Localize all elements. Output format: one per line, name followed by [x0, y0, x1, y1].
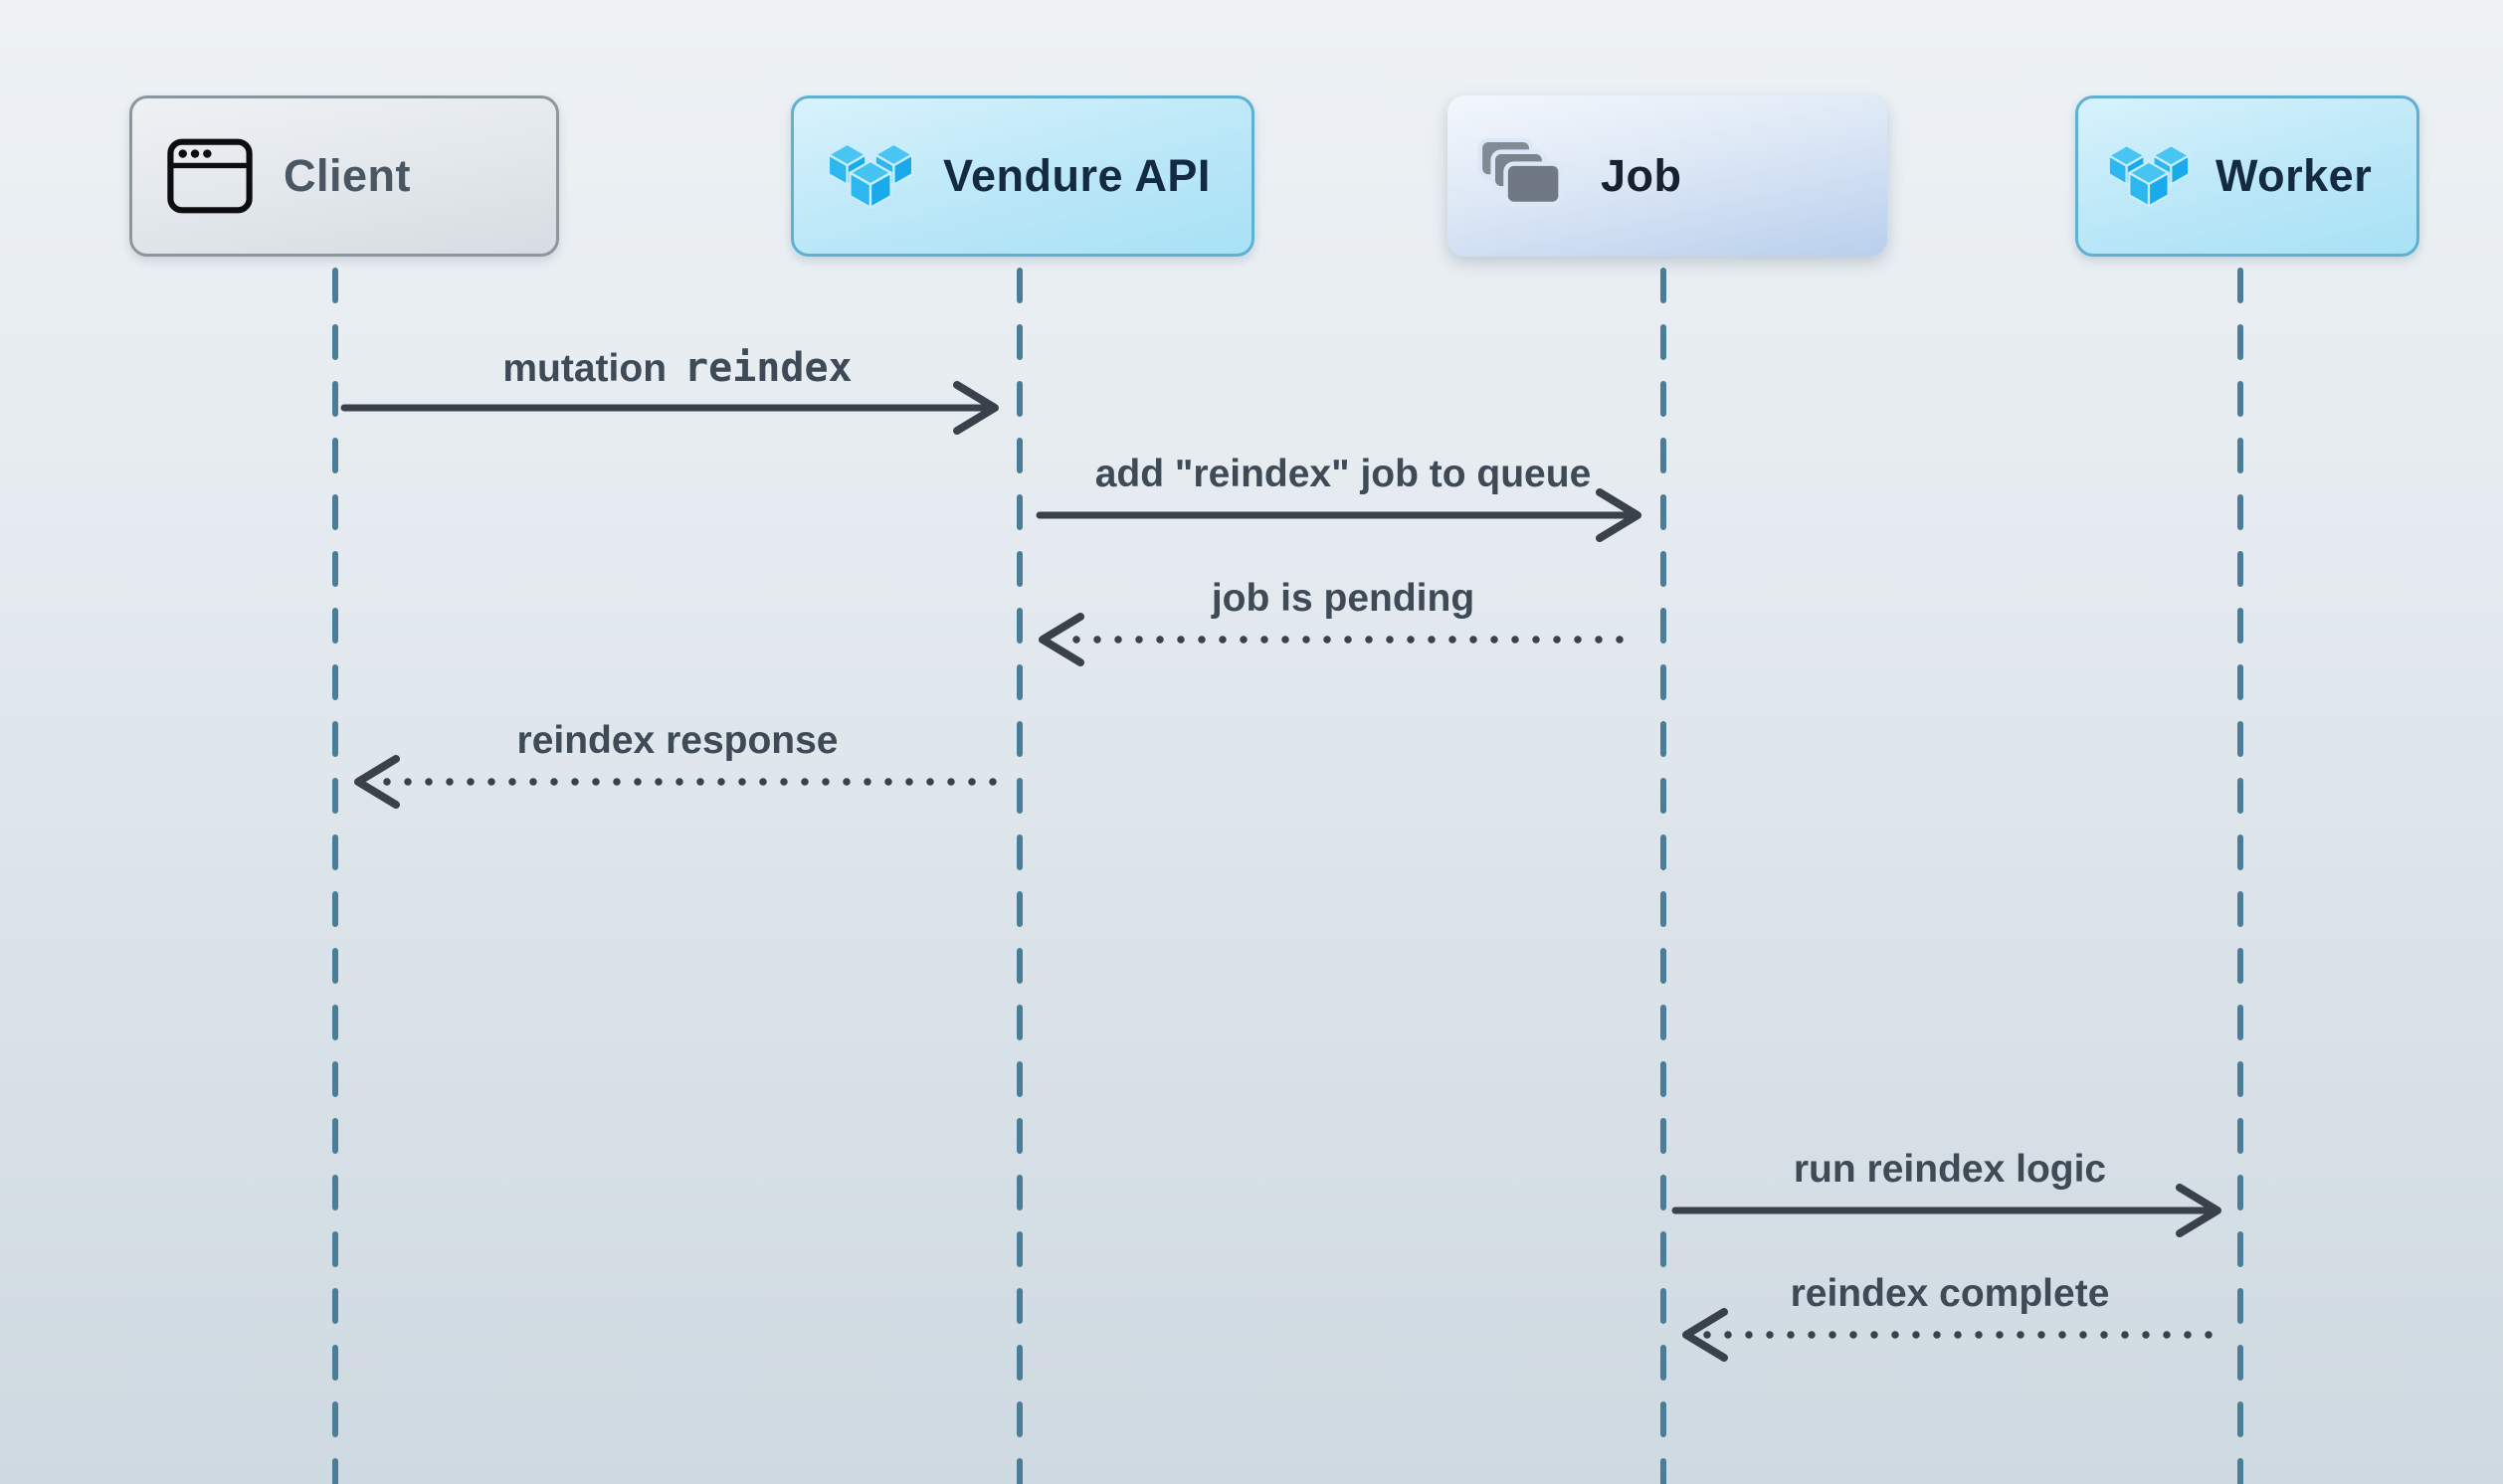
message-text: add "reindex" job to queue	[1094, 453, 1592, 495]
message-label-job-is-pending: job is pending	[1212, 577, 1474, 621]
arrow-add-reindex-job	[1036, 488, 1641, 542]
message-text: run reindex logic	[1793, 1148, 2107, 1191]
browser-window-icon	[167, 138, 253, 214]
arrow-reindex-complete	[1682, 1308, 2213, 1362]
actor-client: Client	[129, 95, 559, 257]
vendure-logo-icon	[2107, 144, 2191, 208]
arrow-head-right-icon	[1596, 488, 1641, 542]
message-label-reindex-complete: reindex complete	[1791, 1272, 2110, 1316]
arrow-job-is-pending	[1039, 613, 1624, 666]
arrow-head-right-icon	[2176, 1184, 2221, 1237]
arrow-head-left-icon	[354, 755, 400, 809]
message-label-add-reindex-job: add "reindex" job to queue	[1095, 453, 1592, 496]
arrow-head-left-icon	[1039, 613, 1084, 666]
arrow-mutation-reindex	[340, 381, 999, 435]
message-label-mutation-reindex: mutation reindex	[502, 345, 852, 391]
arrow-reindex-response	[354, 755, 997, 809]
actor-worker: Worker	[2075, 95, 2419, 257]
arrow-head-right-icon	[953, 381, 999, 435]
message-text: reindex complete	[1790, 1272, 2110, 1315]
actor-label: Job	[1601, 150, 1682, 201]
actor-label: Client	[284, 150, 412, 201]
arrow-head-left-icon	[1682, 1308, 1728, 1362]
cube-center	[849, 159, 892, 209]
message-label-run-reindex-logic: run reindex logic	[1794, 1148, 2106, 1192]
actor-label: Vendure API	[943, 150, 1211, 201]
message-text: mutation	[502, 347, 668, 390]
arrow-run-reindex-logic	[1671, 1184, 2221, 1237]
actor-job: Job	[1447, 95, 1887, 257]
actor-label: Worker	[2215, 150, 2373, 201]
actor-vendure-api: Vendure API	[791, 95, 1254, 257]
message-label-reindex-response: reindex response	[517, 719, 839, 763]
message-text: job is pending	[1211, 577, 1475, 620]
message-text: reindex response	[516, 719, 839, 762]
cube-center	[2128, 160, 2170, 208]
job-queue-icon	[1477, 136, 1563, 206]
vendure-logo-icon	[827, 142, 914, 209]
message-code-text: reindex	[684, 345, 853, 391]
